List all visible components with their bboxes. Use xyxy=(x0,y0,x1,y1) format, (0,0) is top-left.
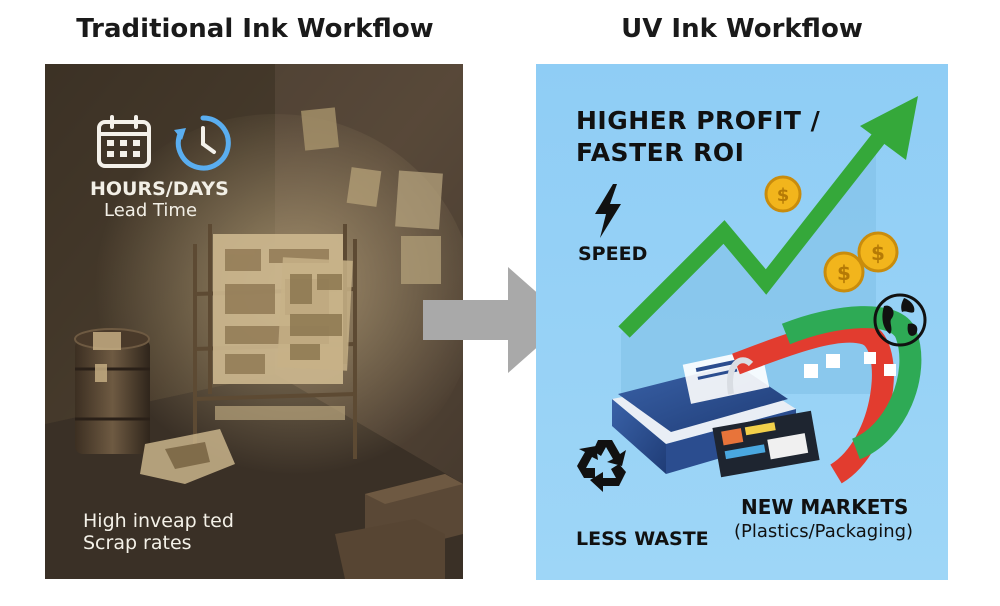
lead-time-value: HOURS/DAYS xyxy=(90,178,229,200)
lead-time-label: Lead Time xyxy=(104,200,198,221)
new-markets-detail: (Plastics/Packaging) xyxy=(734,521,914,542)
left-title: Traditional Ink Workflow xyxy=(76,14,434,44)
profit-text-line2: FASTER ROI xyxy=(576,138,745,167)
svg-text:$: $ xyxy=(871,241,885,265)
coin-icon: $ xyxy=(764,175,802,213)
coin-icon: $ xyxy=(857,231,899,273)
scrap-text-line1: High inveap ted xyxy=(83,510,234,532)
speed-label: SPEED xyxy=(578,243,648,265)
warehouse-illustration xyxy=(45,64,463,579)
scrap-text-line2: Scrap rates xyxy=(83,532,192,554)
flow-arrow-icon xyxy=(423,267,568,373)
profit-text-line1: HIGHER PROFIT / xyxy=(576,106,821,135)
svg-text:$: $ xyxy=(837,261,851,285)
clock-icon xyxy=(174,115,231,171)
svg-text:$: $ xyxy=(777,185,790,206)
calendar-icon xyxy=(97,115,151,168)
recycle-icon xyxy=(577,440,626,492)
globe-icon xyxy=(873,293,927,347)
uv-illustration xyxy=(536,64,948,580)
right-title: UV Ink Workflow xyxy=(621,14,863,44)
coin-icon: $ xyxy=(823,251,865,293)
less-waste-label: LESS WASTE xyxy=(576,528,709,550)
new-markets-label: NEW MARKETS xyxy=(741,495,909,519)
lightning-icon xyxy=(595,184,621,238)
uv-panel: $ $ $ xyxy=(536,64,948,580)
traditional-panel xyxy=(45,64,463,579)
